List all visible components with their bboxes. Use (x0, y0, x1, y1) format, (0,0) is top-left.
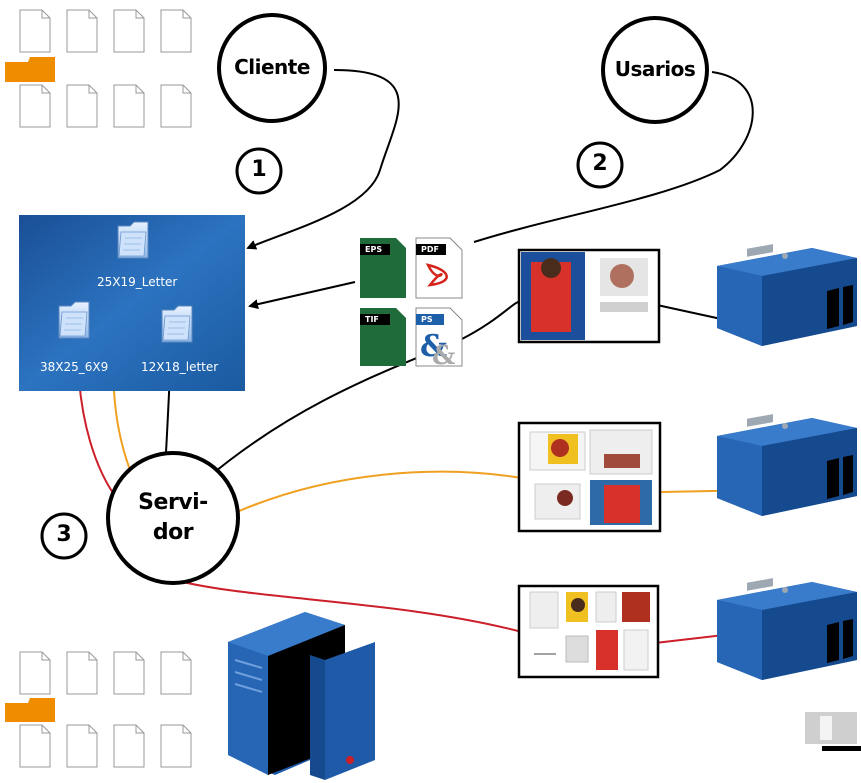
step-3-label: 3 (56, 522, 72, 547)
folder-label-38x25: 38X25_6X9 (40, 360, 109, 374)
layout-sheet-3 (517, 584, 660, 679)
printer-icon (717, 414, 857, 516)
step-2-label: 2 (592, 151, 608, 176)
printer-icon (717, 244, 857, 346)
folder-label-25x19: 25X19_Letter (97, 275, 178, 289)
file-type-icons: & & (360, 237, 463, 371)
svg-text:&: & (432, 341, 455, 371)
folder-icon (58, 301, 90, 339)
flow-servidor-to-layout3 (174, 579, 523, 633)
cliente-label: Cliente (234, 55, 310, 79)
corner-fragment (805, 712, 861, 751)
folder-label-12x18: 12X18_letter (141, 360, 219, 374)
hot-folders-desktop (19, 215, 245, 391)
step-2-badge (576, 141, 624, 189)
cliente-node (217, 13, 327, 123)
flow-cliente-to-hotfolder (246, 69, 400, 250)
step-1-badge (235, 147, 283, 195)
document-stack-top (5, 9, 192, 128)
svg-text:&: & (420, 329, 447, 364)
step-1-label: 1 (251, 157, 267, 182)
document-stack-bottom (5, 651, 192, 768)
usarios-node (601, 16, 709, 124)
servidor-label-line2: dor (152, 520, 194, 545)
pdf-badge: PDF (421, 245, 439, 254)
ps-badge: PS (421, 315, 433, 324)
flow-files-to-desktop (248, 281, 356, 310)
flow-usarios-to-files (473, 71, 754, 243)
folder-icon (161, 305, 193, 343)
printer-icon (717, 578, 857, 680)
folder-icon (117, 221, 149, 259)
orange-tab-icon (5, 57, 55, 82)
tif-badge: TIF (365, 315, 379, 324)
server-tower-icon (228, 612, 375, 780)
servidor-node (106, 451, 240, 585)
servidor-label-line1: Servi- (138, 490, 208, 515)
step-3-badge (40, 512, 88, 560)
orange-tab-icon (5, 698, 55, 722)
flow-servidor-to-layout2 (229, 470, 523, 516)
layout-sheet-1 (517, 248, 661, 344)
layout-sheet-2 (517, 421, 662, 533)
usarios-label: Usarios (614, 57, 696, 81)
eps-badge: EPS (365, 245, 383, 254)
